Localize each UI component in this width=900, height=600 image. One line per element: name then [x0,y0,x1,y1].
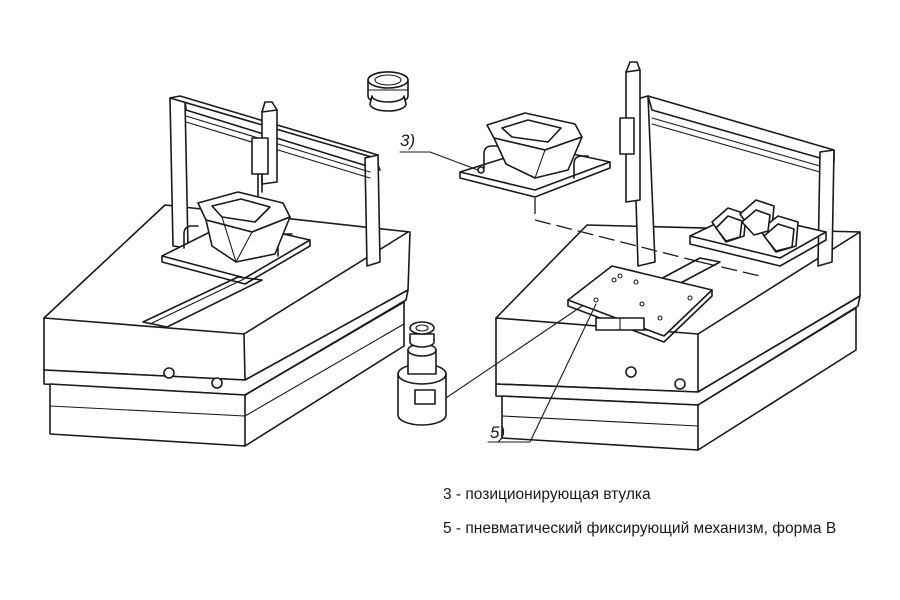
callout-5-leader-b [445,305,583,399]
alignment-line-3 [699,261,761,277]
left-knob-1 [163,367,175,379]
callout-5-label: 5) [490,423,505,442]
callout-5-leader-a [487,303,597,443]
legend-item-3: 3 - позиционирующая втулка [443,486,651,503]
right-knob-1 [625,366,637,378]
right-knob-2 [674,378,686,390]
left-machine [43,95,411,447]
legend-item-5: 5 - пневматический фиксирующий механизм,… [443,520,837,537]
separate-fixture [459,112,611,198]
alignment-line-2 [534,219,701,263]
callout-3-label: 3) [400,131,415,150]
right-machine [495,61,861,451]
positioning-bushing [367,71,409,112]
callout-3-leader [399,151,479,171]
pneumatic-mechanism [397,321,447,426]
left-knob-2 [211,377,223,389]
